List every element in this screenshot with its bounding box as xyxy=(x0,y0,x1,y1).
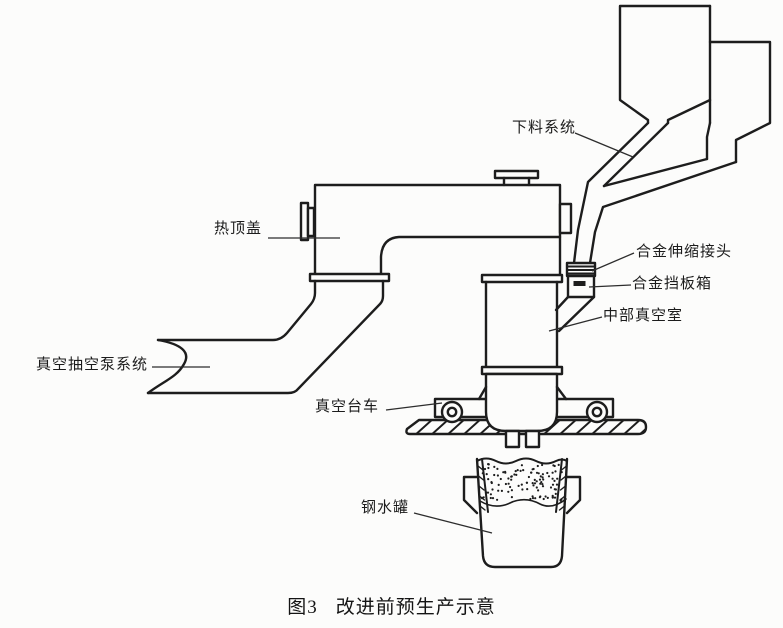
vacuum-duct-elbow xyxy=(146,279,385,395)
leader-alloy-baffle-box xyxy=(588,284,632,288)
label-steel-ladle: 钢水罐 xyxy=(361,500,410,516)
label-vacuum-trolley: 真空台车 xyxy=(315,399,380,415)
chamber-nozzle-left xyxy=(504,429,521,449)
figure-caption-title: 改进前预生产示意 xyxy=(335,597,496,618)
vessel-top-port xyxy=(493,169,540,180)
duct-break-symbol xyxy=(146,338,188,395)
feed-chutes xyxy=(572,121,738,265)
figure-caption-number: 图3 xyxy=(287,597,318,618)
label-hot-top-cover: 热顶盖 xyxy=(214,221,263,237)
stipple-dots xyxy=(480,463,563,502)
steel-ladle-body xyxy=(462,457,582,569)
label-vacuum-pump-system: 真空抽空泵系统 xyxy=(36,357,149,373)
inclined-feed-pipe xyxy=(554,295,596,333)
leader-vacuum-trolley xyxy=(385,402,443,411)
vacuum-trolley-wheels xyxy=(440,385,609,424)
label-alloy-expansion-joint: 合金伸缩接头 xyxy=(636,244,733,260)
chamber-top-flange xyxy=(480,273,564,284)
label-feeding-system: 下料系统 xyxy=(512,120,577,136)
leader-feeding-system xyxy=(574,132,634,158)
alloy-expansion-joint-bellows xyxy=(565,261,597,278)
vessel-right-flange xyxy=(558,202,573,235)
hot-top-vessel xyxy=(299,169,573,284)
leader-lines xyxy=(152,132,635,534)
feeding-hopper-front xyxy=(618,4,712,125)
leader-middle-vacuum-chamber xyxy=(548,316,603,332)
ladle-trunnion-left xyxy=(462,475,479,515)
leader-steel-ladle xyxy=(413,512,493,534)
feeding-hopper-back xyxy=(705,40,772,164)
label-middle-vacuum-chamber: 中部真空室 xyxy=(603,308,684,324)
middle-vacuum-chamber-body xyxy=(480,280,564,449)
label-alloy-baffle-box: 合金挡板箱 xyxy=(632,276,713,292)
chamber-nozzle-right xyxy=(524,429,541,449)
ladle-trunnion-right xyxy=(565,475,582,515)
figure-caption: 图3 改进前预生产示意 xyxy=(0,592,783,619)
leader-alloy-expansion-joint xyxy=(591,252,635,272)
duct-flange xyxy=(308,272,391,283)
alloy-baffle-box-body xyxy=(566,274,596,299)
